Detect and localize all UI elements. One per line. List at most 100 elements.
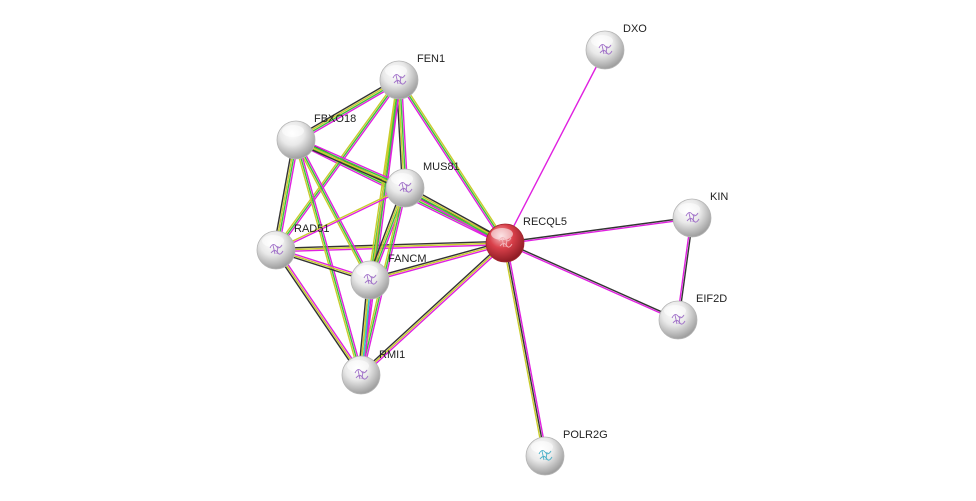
edge-recql5-dxo[interactable] (504, 49, 606, 244)
node-highlight (678, 203, 700, 215)
edge-evidence-magenta (296, 139, 364, 375)
node-fbxo18[interactable]: FBXO18 (276, 113, 356, 160)
node-recql5[interactable]: RECQL5 (485, 216, 567, 263)
edge-evidence-green (398, 79, 506, 244)
edges-layer (272, 49, 694, 457)
edge-evidence-magenta (505, 218, 693, 245)
edge-evidence-magenta (296, 137, 407, 187)
node-highlight (356, 265, 378, 277)
edge-recql5-rmi1[interactable] (359, 241, 507, 377)
edge-evidence-black (504, 216, 692, 243)
node-label: MUS81 (423, 161, 460, 173)
edge-evidence-black (505, 241, 679, 320)
edge-evidence-yellow (274, 78, 399, 250)
node-label: FBXO18 (314, 113, 356, 125)
edge-evidence-green (295, 139, 362, 376)
node-label: RAD51 (294, 223, 329, 235)
edge-evidence-yellow (293, 140, 370, 282)
edge-evidence-yellow (399, 78, 508, 243)
edge-evidence-yellow (275, 186, 405, 250)
edge-evidence-magenta (276, 188, 406, 252)
edge-evidence-black (359, 241, 505, 375)
edge-evidence-magenta (505, 242, 548, 456)
edge-fbxo18-mus81[interactable] (294, 137, 407, 191)
edge-evidence-magenta (370, 243, 506, 283)
edge-evidence-black (369, 240, 505, 280)
protein-structure-icon (598, 43, 613, 55)
edge-fen1-rmi1[interactable] (358, 79, 402, 376)
node-mus81[interactable]: MUS81 (385, 161, 460, 208)
edge-evidence-magenta (296, 81, 401, 143)
node-fancm[interactable]: FANCM (350, 253, 427, 300)
node-label: RECQL5 (523, 216, 567, 228)
edge-evidence-yellow (295, 78, 399, 140)
node-label: EIF2D (696, 293, 727, 305)
edge-recql5-kin[interactable] (504, 216, 693, 245)
node-highlight (491, 228, 513, 240)
edge-evidence-yellow (358, 79, 399, 375)
edge-evidence-magenta (504, 243, 678, 322)
edge-rad51-rmi1[interactable] (274, 248, 363, 377)
edge-mus81-rad51[interactable] (275, 186, 406, 252)
edge-evidence-magenta (276, 80, 401, 252)
edge-evidence-yellow (360, 242, 506, 376)
node-label: DXO (623, 23, 647, 35)
edge-fbxo18-fancm[interactable] (293, 138, 373, 282)
node-highlight (385, 65, 407, 77)
node-rad51[interactable]: RAD51 (256, 223, 329, 270)
edge-evidence-yellow (293, 140, 361, 376)
edge-evidence-green (360, 79, 400, 376)
node-highlight (282, 125, 304, 137)
node-highlight (664, 305, 686, 317)
edge-recql5-polr2g[interactable] (502, 242, 548, 457)
protein-structure-icon (398, 181, 413, 193)
edge-evidence-yellow (275, 242, 506, 251)
node-fen1[interactable]: FEN1 (379, 53, 445, 100)
node-label: RMI1 (379, 349, 405, 361)
edge-recql5-fancm[interactable] (369, 240, 506, 283)
node-label: KIN (710, 191, 728, 203)
edge-fen1-fbxo18[interactable] (294, 77, 401, 143)
node-dxo[interactable]: DXO (585, 23, 647, 70)
node-highlight (262, 235, 284, 247)
edge-fen1-rad51[interactable] (274, 78, 401, 252)
edge-evidence-yellow (295, 140, 405, 190)
protein-structure-icon (363, 273, 378, 285)
node-rmi1[interactable]: RMI1 (341, 349, 405, 395)
node-label: POLR2G (563, 429, 608, 441)
node-highlight (591, 35, 613, 47)
protein-structure-icon (269, 243, 284, 255)
edge-evidence-black (294, 141, 405, 191)
edge-evidence-yellow (502, 243, 545, 457)
edge-recql5-fen1[interactable] (396, 78, 508, 245)
edge-evidence-magenta (361, 80, 402, 376)
protein-structure-icon (498, 236, 513, 248)
protein-structure-icon (392, 73, 407, 85)
edge-evidence-green (275, 79, 400, 251)
edge-evidence-black (504, 242, 546, 457)
node-kin[interactable]: KIN (672, 191, 728, 238)
edge-evidence-black (274, 250, 361, 377)
edge-evidence-magenta (296, 138, 373, 280)
node-label: FANCM (388, 253, 427, 265)
edge-evidence-yellow (369, 242, 506, 281)
edge-evidence-green (296, 80, 400, 142)
edge-evidence-magenta (361, 243, 507, 377)
edge-evidence-magenta (504, 49, 606, 244)
edge-evidence-green (296, 138, 406, 188)
edge-evidence-black (294, 77, 399, 139)
node-highlight (347, 360, 369, 372)
edge-evidence-magenta (396, 80, 505, 245)
node-polr2g[interactable]: POLR2G (525, 429, 608, 476)
protein-structure-icon (685, 211, 700, 223)
edge-evidence-green (295, 139, 371, 281)
node-highlight (391, 173, 413, 185)
edge-fbxo18-rmi1[interactable] (293, 139, 364, 376)
node-eif2d[interactable]: EIF2D (658, 293, 727, 340)
edge-recql5-eif2d[interactable] (504, 241, 679, 322)
protein-structure-icon (354, 368, 369, 380)
protein-structure-icon (671, 313, 686, 325)
node-label: FEN1 (417, 53, 445, 65)
